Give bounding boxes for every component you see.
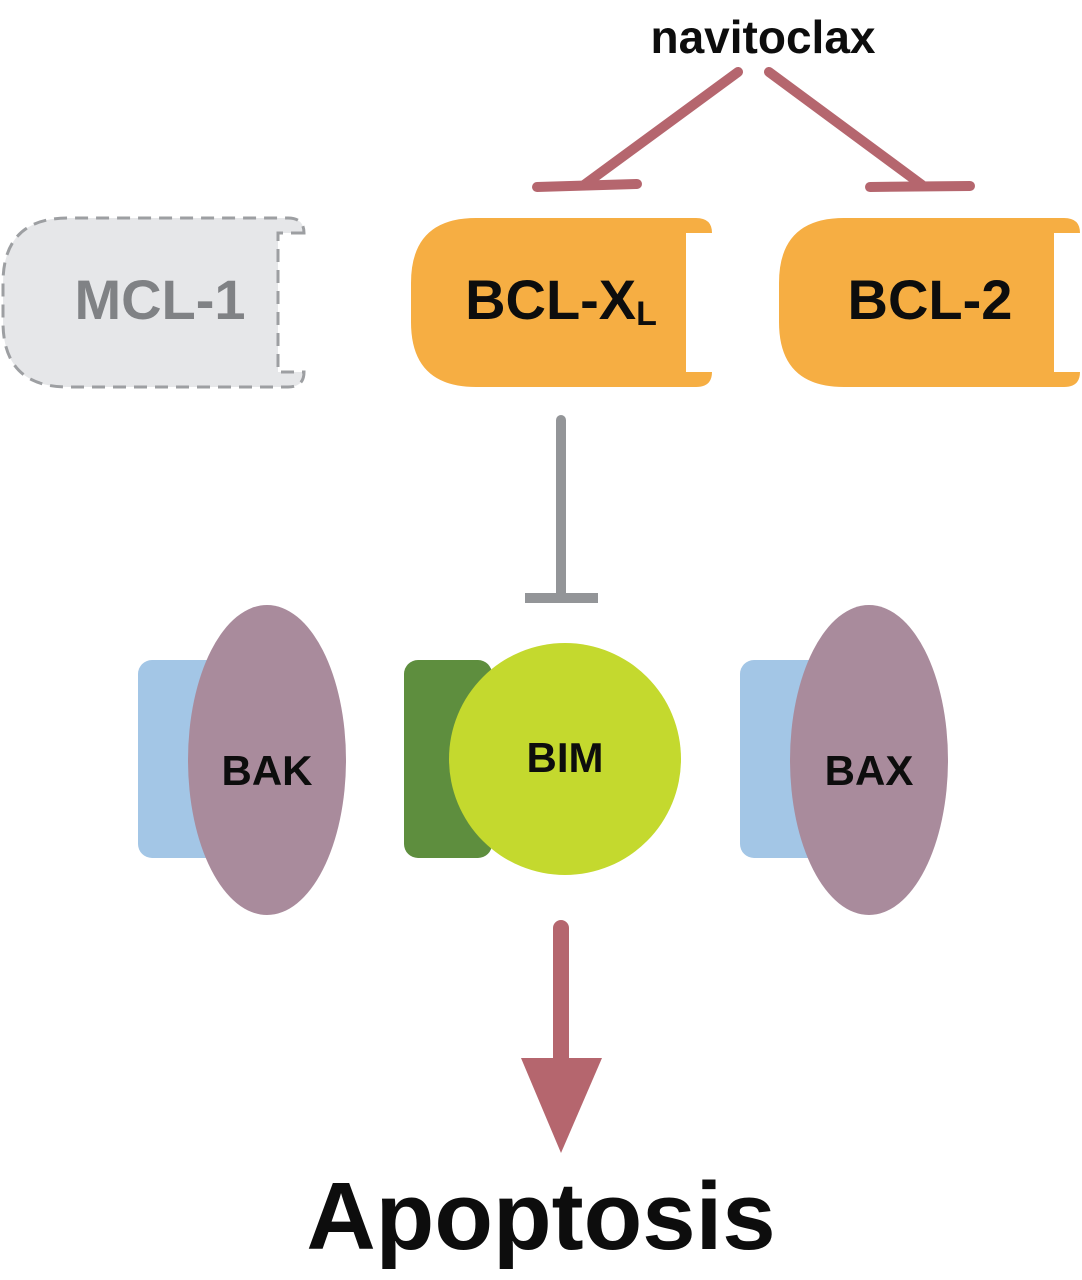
- bax-label: BAX: [824, 747, 914, 794]
- navitoclax-inhibits-bclxl: [532, 67, 743, 192]
- bax-ellipse: [790, 605, 948, 915]
- bcl2-box: [779, 218, 1080, 387]
- bim-activates-apoptosis: [521, 920, 602, 1153]
- apoptosis-label: Apoptosis: [306, 1163, 776, 1270]
- navitoclax-label: navitoclax: [650, 11, 876, 63]
- bak-label: BAK: [221, 747, 313, 794]
- bclxl-label: BCL-XL: [431, 268, 691, 346]
- bak-ellipse: [188, 605, 346, 915]
- bcl2-label: BCL-2: [847, 268, 1013, 331]
- bclxl-box: [411, 218, 712, 387]
- bclxl-inhibits-bim: [525, 415, 598, 603]
- bim-circle: [449, 643, 681, 875]
- mcl1-box: [1, 216, 306, 389]
- navitoclax-inhibits-bcl2: [764, 67, 975, 192]
- bim-label: BIM: [526, 734, 604, 781]
- bclxl-subscript: L: [636, 295, 657, 333]
- bclxl-main-text: BCL-X: [465, 268, 637, 331]
- mcl1-label: MCL-1: [74, 268, 246, 331]
